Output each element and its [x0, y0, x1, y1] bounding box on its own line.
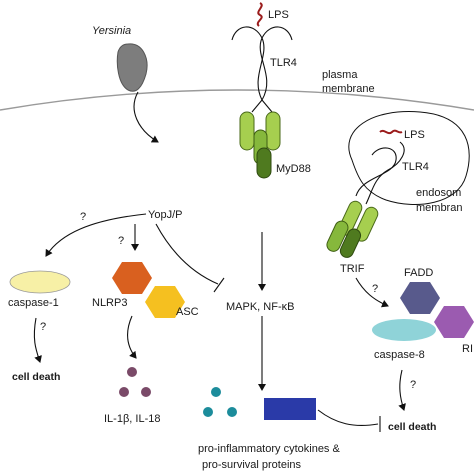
myd88-label: MyD88 [276, 163, 311, 175]
il-dot-2 [119, 387, 129, 397]
teal-dot-1 [211, 387, 221, 397]
cell-death-right: cell death [388, 421, 436, 433]
endosome-label-2: membran [416, 202, 462, 214]
plasma-membrane-label-1: plasma [322, 69, 358, 81]
yersinia-bacterium [116, 43, 148, 92]
yopjp-label: YopJ/P [148, 209, 182, 221]
mapk-nfkb-label: MAPK, NF-κB [226, 301, 294, 313]
trif-a [326, 220, 349, 252]
inhibit-proteins-to-death [317, 409, 379, 427]
nlrp3-hexagon [112, 262, 152, 294]
tlr4-endosome-chain-b [365, 141, 405, 205]
question-mark-1: ? [80, 211, 86, 223]
plasma-membrane-label-2: membrane [322, 83, 375, 95]
il-dot-1 [127, 367, 137, 377]
tlr4-top-chain-a [231, 26, 265, 101]
tlr4-top-chain-b [259, 26, 293, 101]
asc-label: ASC [176, 306, 199, 318]
fadd-label: FADD [404, 267, 433, 279]
plasma-membrane-line [0, 89, 474, 111]
arrow-caspase1-to-death [33, 317, 42, 363]
yersinia-arrow [133, 91, 159, 143]
arrow-yopj-to-caspase1 [45, 213, 147, 257]
inhibit-yopj-to-mapk [155, 223, 219, 285]
endosome-label-1: endosom [416, 187, 461, 199]
lps-top-label: LPS [268, 9, 289, 21]
tlr4-endosome-label: TLR4 [402, 161, 429, 173]
il-label: IL-1β, IL-18 [104, 413, 160, 425]
question-mark-3: ? [40, 321, 46, 333]
teal-dot-2 [203, 407, 213, 417]
asc-hexagon [145, 286, 185, 318]
arrow-inflammasome-to-il [127, 315, 137, 359]
caspase-8-label: caspase-8 [374, 349, 425, 361]
yersinia-label: Yersinia [92, 25, 131, 37]
question-mark-4: ? [372, 283, 378, 295]
caspase-1-label: caspase-1 [8, 297, 59, 309]
tlr4-top-label: TLR4 [270, 57, 297, 69]
proinflammatory-label-2: pro-survival proteins [202, 459, 302, 471]
trif-b [339, 228, 362, 258]
endosome-membrane [348, 111, 470, 205]
lps-top-squiggle [256, 2, 263, 27]
lps-endosome-squiggle [379, 129, 403, 135]
tlr4-tir-right [265, 111, 281, 151]
nlrp3-label: NLRP3 [92, 297, 127, 309]
arrow-caspase8-to-death [398, 369, 406, 411]
teal-dot-3 [227, 407, 237, 417]
tlr4-endosome-chain-a [355, 147, 397, 197]
tlr4-tir-left [239, 111, 255, 151]
arrow-trif-to-caspase8 [355, 277, 389, 308]
cell-death-left: cell death [12, 371, 60, 383]
lps-endosome-label: LPS [404, 129, 425, 141]
question-mark-5: ? [410, 379, 416, 391]
il-dot-3 [141, 387, 151, 397]
trif-label: TRIF [340, 263, 365, 275]
pro-survival-protein-box [264, 398, 316, 420]
rip-label: RI [462, 343, 473, 355]
fadd-hexagon [400, 282, 440, 314]
myd88-right [256, 147, 272, 179]
proinflammatory-label-1: pro-inflammatory cytokines & [198, 443, 340, 455]
question-mark-2: ? [118, 235, 124, 247]
caspase-8-oval [372, 319, 436, 341]
rip-hexagon [434, 306, 474, 338]
caspase-1-oval [9, 270, 71, 294]
inhibit-yopj-bar [213, 277, 225, 293]
tlr4-top-legs [251, 99, 273, 113]
